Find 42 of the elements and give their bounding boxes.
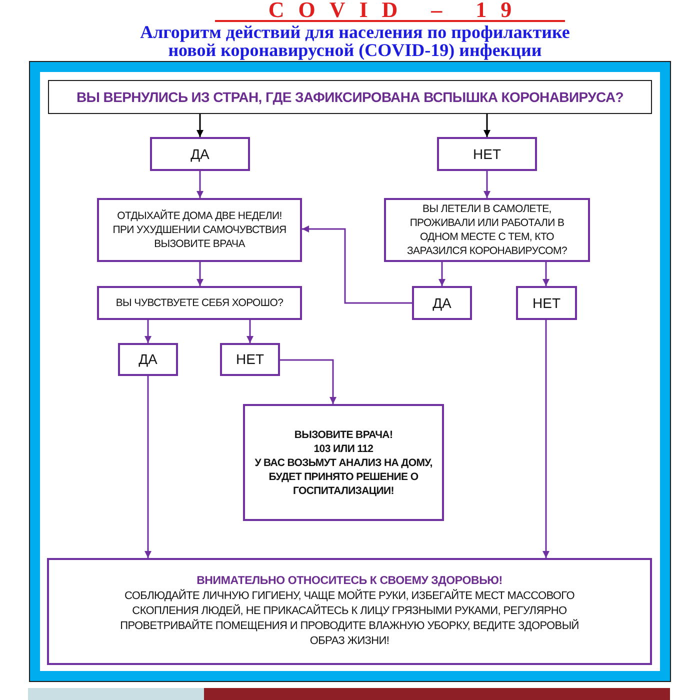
- arrow: [302, 226, 412, 304]
- answer-option-box: [220, 343, 280, 376]
- question-text: ВЫ ЛЕТЕЛИ В САМОЛЕТЕ, ПРОЖИВАЛИ ИЛИ РАБОТАЛИ В ОДНОМ МЕСТЕ С ТЕМ, КТО ЗАРАЗИЛСЯ КОРОНАВИРУСОМ?: [406, 202, 568, 258]
- arrow: [542, 262, 550, 286]
- answer-option-box: [516, 286, 577, 320]
- arrow: [196, 114, 204, 137]
- advice-heading: ВНИМАТЕЛЬНО ОТНОСИТЕСЬ К СВОЕМУ ЗДОРОВЬЮ!: [196, 574, 502, 589]
- arrow: [280, 359, 336, 404]
- instruction-text: ОТДЫХАЙТЕ ДОМА ДВЕ НЕДЕЛИ! ПРИ УХУДШЕНИИ САМОЧУВСТВИЯ ВЫЗОВИТЕ ВРАЧА: [112, 209, 288, 251]
- instruction-box: [243, 404, 444, 521]
- option-label: НЕТ: [473, 146, 501, 162]
- answer-option-box: [412, 286, 472, 320]
- question-text: ВЫ ВЕРНУЛИСЬ ИЗ СТРАН, ГДЕ ЗАФИКСИРОВАНА ВСПЫШКА КОРОНАВИРУСА?: [76, 88, 624, 106]
- question-box: [384, 198, 590, 262]
- arrow: [484, 171, 490, 198]
- option-label: НЕТ: [236, 351, 264, 368]
- advice-box: [47, 558, 652, 665]
- poster-heading: Алгоритм действий для населения по профилактике новой коронавирусной (COVID-19) инфекции: [139, 23, 571, 59]
- arrow: [144, 376, 152, 558]
- answer-option-box: [437, 137, 537, 171]
- option-label: НЕТ: [532, 294, 560, 312]
- answer-option-box: [118, 343, 178, 376]
- question-text: ВЫ ЧУВСТВУЕТЕ СЕБЯ ХОРОШО?: [116, 296, 284, 310]
- question-box: [97, 286, 302, 320]
- instruction-box: [97, 198, 302, 262]
- advice-text: СОБЛЮДАЙТЕ ЛИЧНУЮ ГИГИЕНУ, ЧАЩЕ МОЙТЕ РУКИ, ИЗБЕГАЙТЕ МЕСТ МАССОВОГО СКОПЛЕНИЯ ЛЮДЕЙ, НЕ ПРИКАСАЙТЕСЬ К ЛИЦУ ГРЯЗНЫМИ РУКАМИ, РЕГУЛЯРНО ПРОВЕТРИВАЙТЕ ПОМЕЩЕНИЯ И ПРОВОДИТЕ ВЛАЖНУЮ УБОРКУ, ВЕДИТЕ ЗДОРОВЫЙ ОБРАЗ ЖИЗНИ!: [119, 589, 580, 649]
- instruction-heading: ВЫЗОВИТЕ ВРАЧА!: [294, 428, 393, 442]
- question-box: [48, 80, 652, 114]
- arrow: [438, 262, 446, 286]
- poster-title: COVID – 19: [215, 0, 565, 22]
- arrow: [196, 262, 204, 286]
- option-label: ДА: [190, 146, 210, 162]
- phone-numbers: 103 ИЛИ 112: [314, 442, 374, 456]
- option-label: ДА: [432, 294, 452, 312]
- arrow: [246, 320, 254, 343]
- arrow: [196, 171, 204, 198]
- arrow: [144, 320, 152, 343]
- option-label: ДА: [138, 351, 158, 368]
- arrow: [542, 320, 550, 558]
- instruction-text: У ВАС ВОЗЬМУТ АНАЛИЗ НА ДОМУ, БУДЕТ ПРИНЯТО РЕШЕНИЕ О ГОСПИТАЛИЗАЦИИ!: [254, 456, 434, 498]
- arrow: [484, 114, 490, 137]
- answer-option-box: [150, 137, 250, 171]
